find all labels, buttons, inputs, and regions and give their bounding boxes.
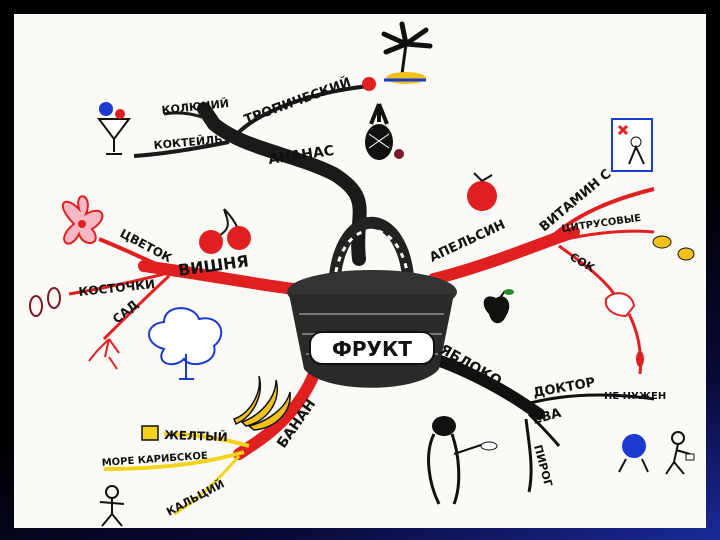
label-juice: СОК xyxy=(568,250,597,274)
branch-garden xyxy=(102,274,171,341)
central-topic: ФРУКТ xyxy=(332,337,412,361)
branch-pie xyxy=(524,418,533,493)
card-illustration-icon xyxy=(611,118,653,172)
branch-calcium xyxy=(173,455,241,516)
branch-doctor xyxy=(518,393,655,408)
branch-citrus xyxy=(553,229,655,244)
eve-figure-icon xyxy=(427,416,498,505)
label-tropical: ТРОПИЧЕСКИЙ xyxy=(242,74,353,128)
branch-banana xyxy=(233,368,320,460)
label-cocktail: КОКТЕЙЛЬ xyxy=(153,133,223,152)
dancer-icon xyxy=(99,485,125,527)
orange-icon xyxy=(467,172,497,211)
apple-icon xyxy=(483,289,514,324)
banana-icon xyxy=(233,375,291,431)
basket-icon xyxy=(287,216,457,388)
label-eva: ЕВА xyxy=(531,406,563,428)
branch-yellow xyxy=(163,432,250,448)
label-calcium: КАЛЬЦИЙ xyxy=(164,477,226,518)
apple-face-icon xyxy=(618,434,649,473)
branch-eva xyxy=(527,412,561,447)
cherry-icon xyxy=(199,208,251,254)
label-stones: КОСТОЧКИ xyxy=(78,277,156,299)
roots-icon xyxy=(88,338,120,370)
pineapple-icon xyxy=(365,103,404,160)
branch-juice xyxy=(558,244,616,295)
palm-tree-icon xyxy=(381,21,433,84)
mind-map-canvas: ФРУКТ ТРОПИЧЕСКИЙ КОЛЮЧИЙ КОКТЕЙЛЬ АНАНА… xyxy=(14,14,706,528)
branch-prickly xyxy=(163,111,215,124)
branch-caribbean xyxy=(103,450,245,471)
branch-tropical xyxy=(237,84,370,134)
mind-map-svg: ФРУКТ ТРОПИЧЕСКИЙ КОЛЮЧИЙ КОКТЕЙЛЬ АНАНА… xyxy=(29,21,695,527)
lemon-icon xyxy=(652,235,695,261)
tree-icon xyxy=(148,307,223,380)
juice-jug-icon xyxy=(604,292,644,375)
yellow-square-icon xyxy=(141,425,159,441)
label-pie: ПИРОГ xyxy=(531,443,555,488)
branch-flower xyxy=(98,237,175,274)
label-garden: САД xyxy=(110,297,141,326)
running-doctor-icon xyxy=(665,431,695,475)
branch-stones xyxy=(68,272,165,296)
flower-icon xyxy=(61,195,104,245)
branch-cocktail xyxy=(133,140,230,158)
label-not-needed: НЕ НУЖЕН xyxy=(604,391,666,402)
cocktail-icon xyxy=(97,102,131,155)
sun-icon xyxy=(362,77,376,91)
stones-icon xyxy=(29,287,61,317)
branch-vitamin xyxy=(542,187,655,246)
label-yellow: ЖЕЛТЫЙ xyxy=(164,427,228,444)
